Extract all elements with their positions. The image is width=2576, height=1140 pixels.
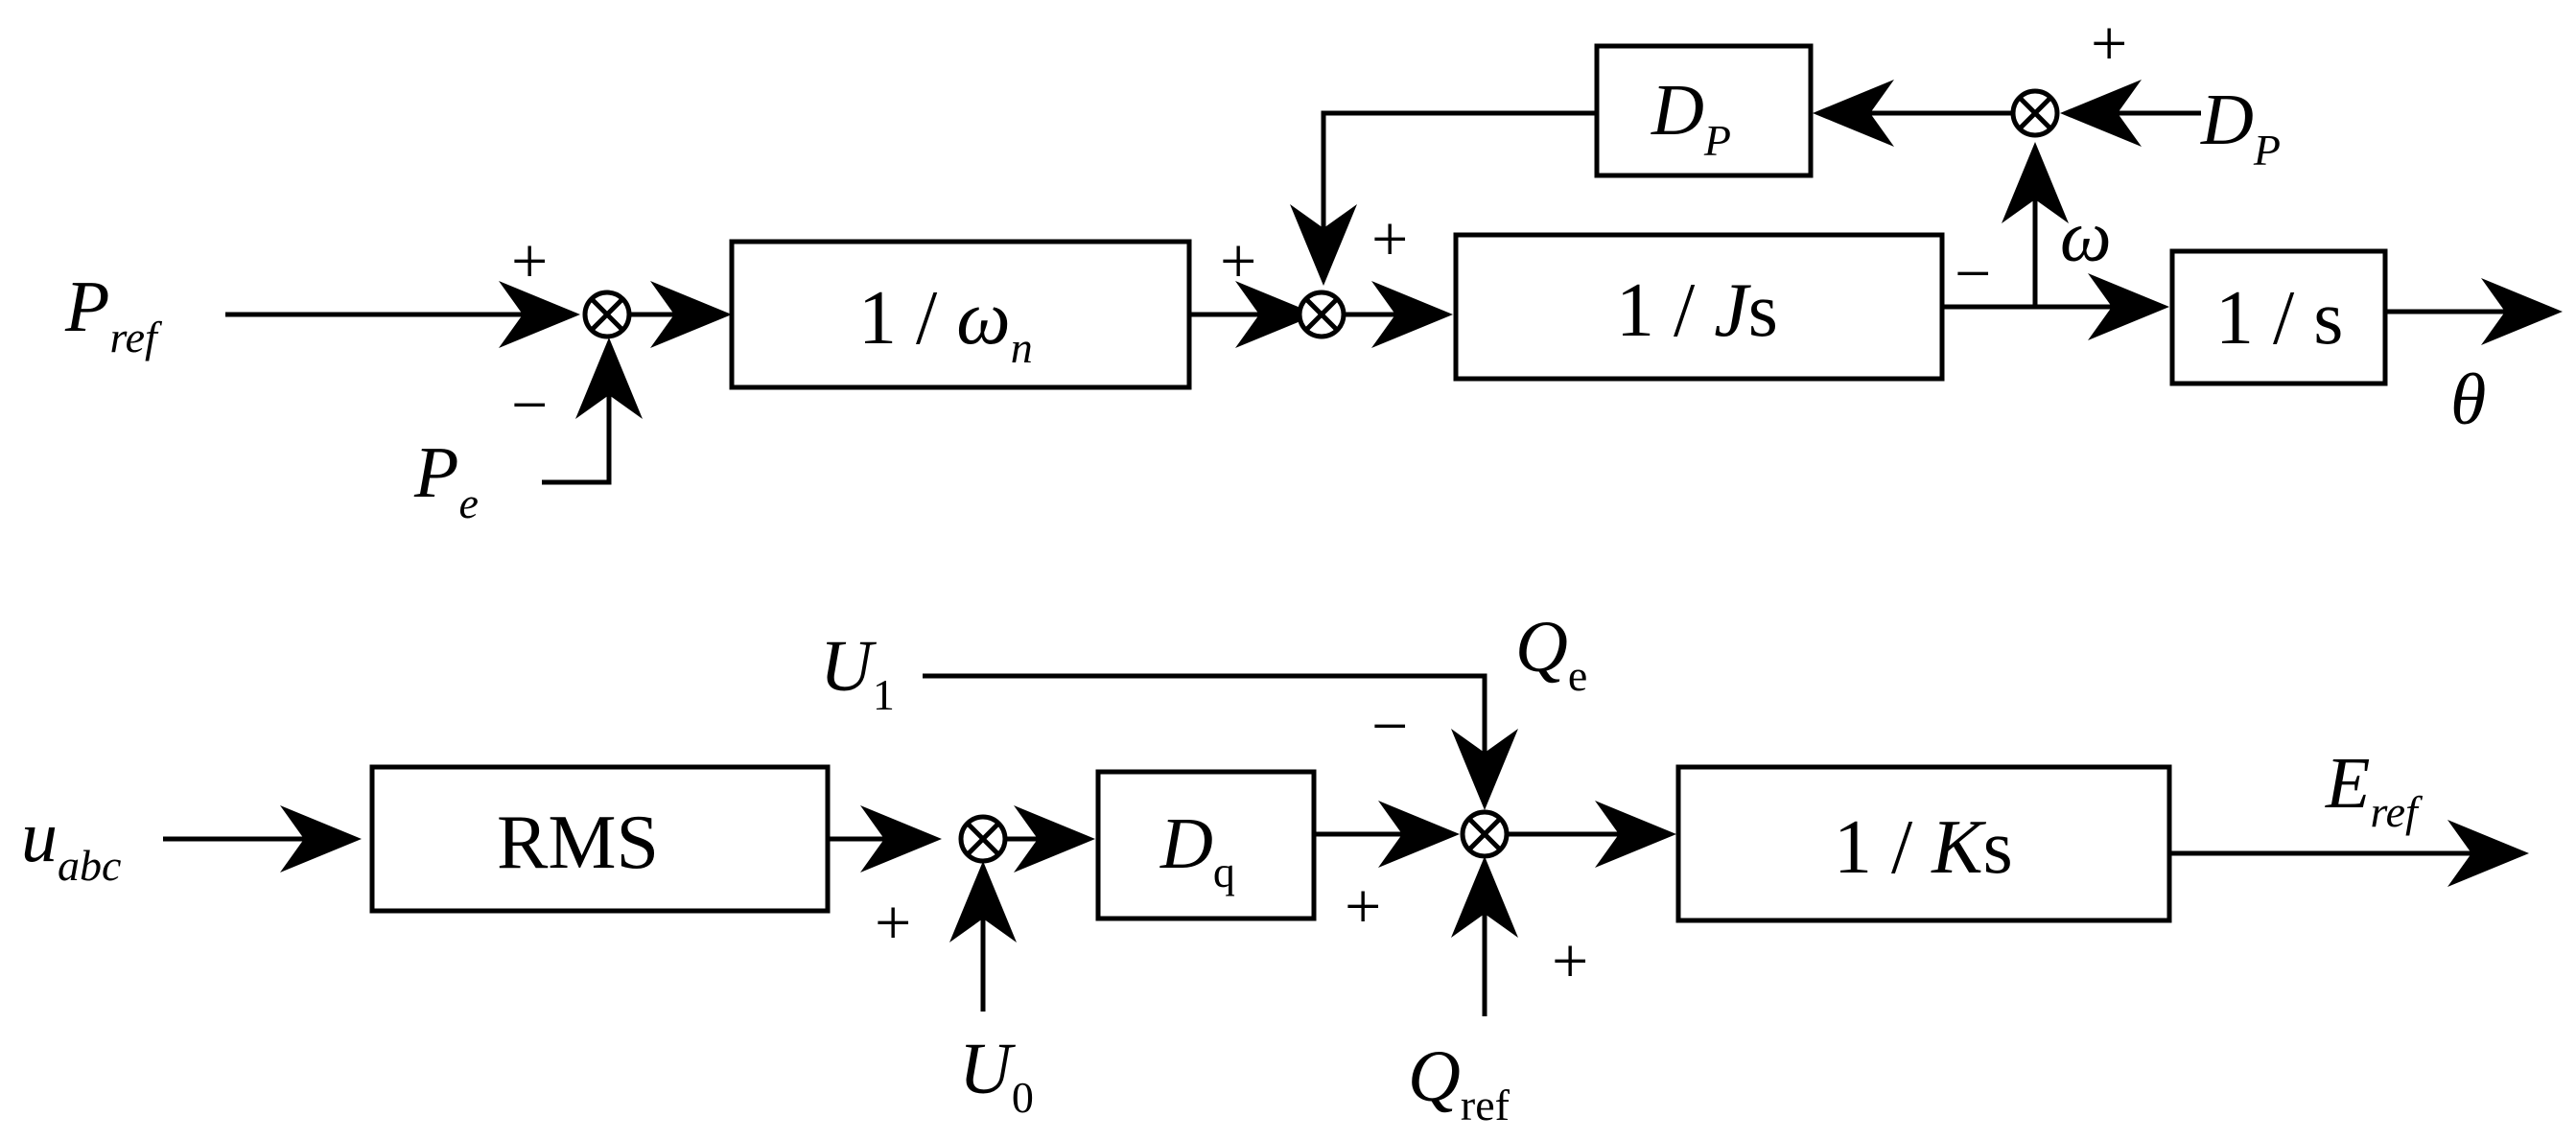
arrow-sum2-in: [1235, 281, 1317, 348]
sign-sumB-minus: −: [1371, 689, 1408, 762]
sign-sum2-left-plus: +: [1220, 224, 1256, 297]
label-qref: Qref: [1408, 1036, 1510, 1129]
arrow-rms-in: [280, 805, 362, 872]
summing-junction-3: [2010, 88, 2060, 138]
arrow-dp-ref-in: [2060, 80, 2142, 147]
block-damping-text: DP: [1651, 70, 1731, 165]
label-theta: θ: [2450, 360, 2486, 440]
arrow-sum2-top-in: [1290, 204, 1357, 286]
arrow-u0-up: [949, 861, 1017, 942]
summing-junction-b: [1460, 809, 1510, 859]
arrow-sum1-in: [499, 281, 580, 348]
summing-junction-a: [958, 814, 1008, 864]
arrow-sumB-top-in: [1451, 729, 1518, 810]
summing-junction-2: [1297, 290, 1347, 339]
arrow-eref-out: [2447, 820, 2529, 887]
block-excitation-text: 1 / Ks: [1834, 805, 2013, 890]
block-inverse-s-text: 1 / s: [2215, 276, 2343, 361]
sign-sum3-plus: +: [2091, 7, 2127, 80]
label-u1: U1: [820, 626, 895, 719]
label-u-abc: uabc: [21, 797, 121, 890]
wire-pe-sum1: [542, 379, 612, 485]
wire-damping-sum2: [1321, 110, 1597, 240]
block-damping: [1594, 43, 1814, 178]
arrow-block3-in: [2088, 273, 2169, 340]
label-dp-ref: DP: [2200, 80, 2281, 174]
block-inverse-omega-n: [729, 239, 1192, 390]
arrow-sumA-in: [860, 805, 942, 872]
arrow-excitation-in: [1595, 801, 1676, 868]
block-droop-text: Dq: [1159, 803, 1235, 896]
block-inverse-js-text: 1 / Js: [1616, 268, 1778, 353]
arrow-droop-in: [1014, 805, 1095, 872]
sign-sumA-plus: +: [875, 886, 911, 959]
sign-sumB-bottom-plus: +: [1552, 924, 1588, 997]
block-inverse-omega-n-text: 1 / ωn: [858, 276, 1033, 372]
summing-junction-1: [582, 290, 632, 339]
wire-u1-sumB: [923, 673, 1487, 767]
reactive-power-loop: uabc RMS + U0 Dq +: [21, 607, 2529, 1129]
sign-sumB-left-plus: +: [1345, 870, 1381, 942]
label-qe: Qe: [1515, 607, 1587, 700]
block-rms-text: RMS: [497, 801, 659, 885]
block-inverse-js: [1453, 232, 1945, 382]
arrow-omega-up: [2002, 142, 2069, 223]
label-p-e: Pe: [413, 432, 479, 527]
arrow-theta-out: [2481, 278, 2563, 345]
block-inverse-s: [2169, 248, 2388, 386]
arrow-sumB-left-in: [1378, 801, 1460, 868]
sign-sum2-top-plus: +: [1371, 202, 1408, 275]
arrow-qref-up: [1451, 856, 1518, 938]
sign-minus-after-js: −: [1955, 237, 1991, 310]
arrow-damping-in: [1813, 80, 1894, 147]
label-omega: ω: [2060, 197, 2112, 277]
block-excitation: [1675, 764, 2172, 923]
arrow-block2-in: [1371, 281, 1453, 348]
sign-sum1-minus: −: [511, 368, 548, 441]
sign-sum1-plus: +: [511, 224, 548, 297]
arrow-block1-in: [650, 281, 732, 348]
active-power-loop: Pref + − Pe 1 / ωn + +: [64, 7, 2563, 527]
arrow-pe-up: [575, 337, 643, 419]
label-e-ref: Eref: [2325, 743, 2424, 836]
label-p-ref: Pref: [64, 267, 163, 361]
block-droop: [1095, 769, 1317, 921]
label-u0: U0: [959, 1029, 1034, 1122]
